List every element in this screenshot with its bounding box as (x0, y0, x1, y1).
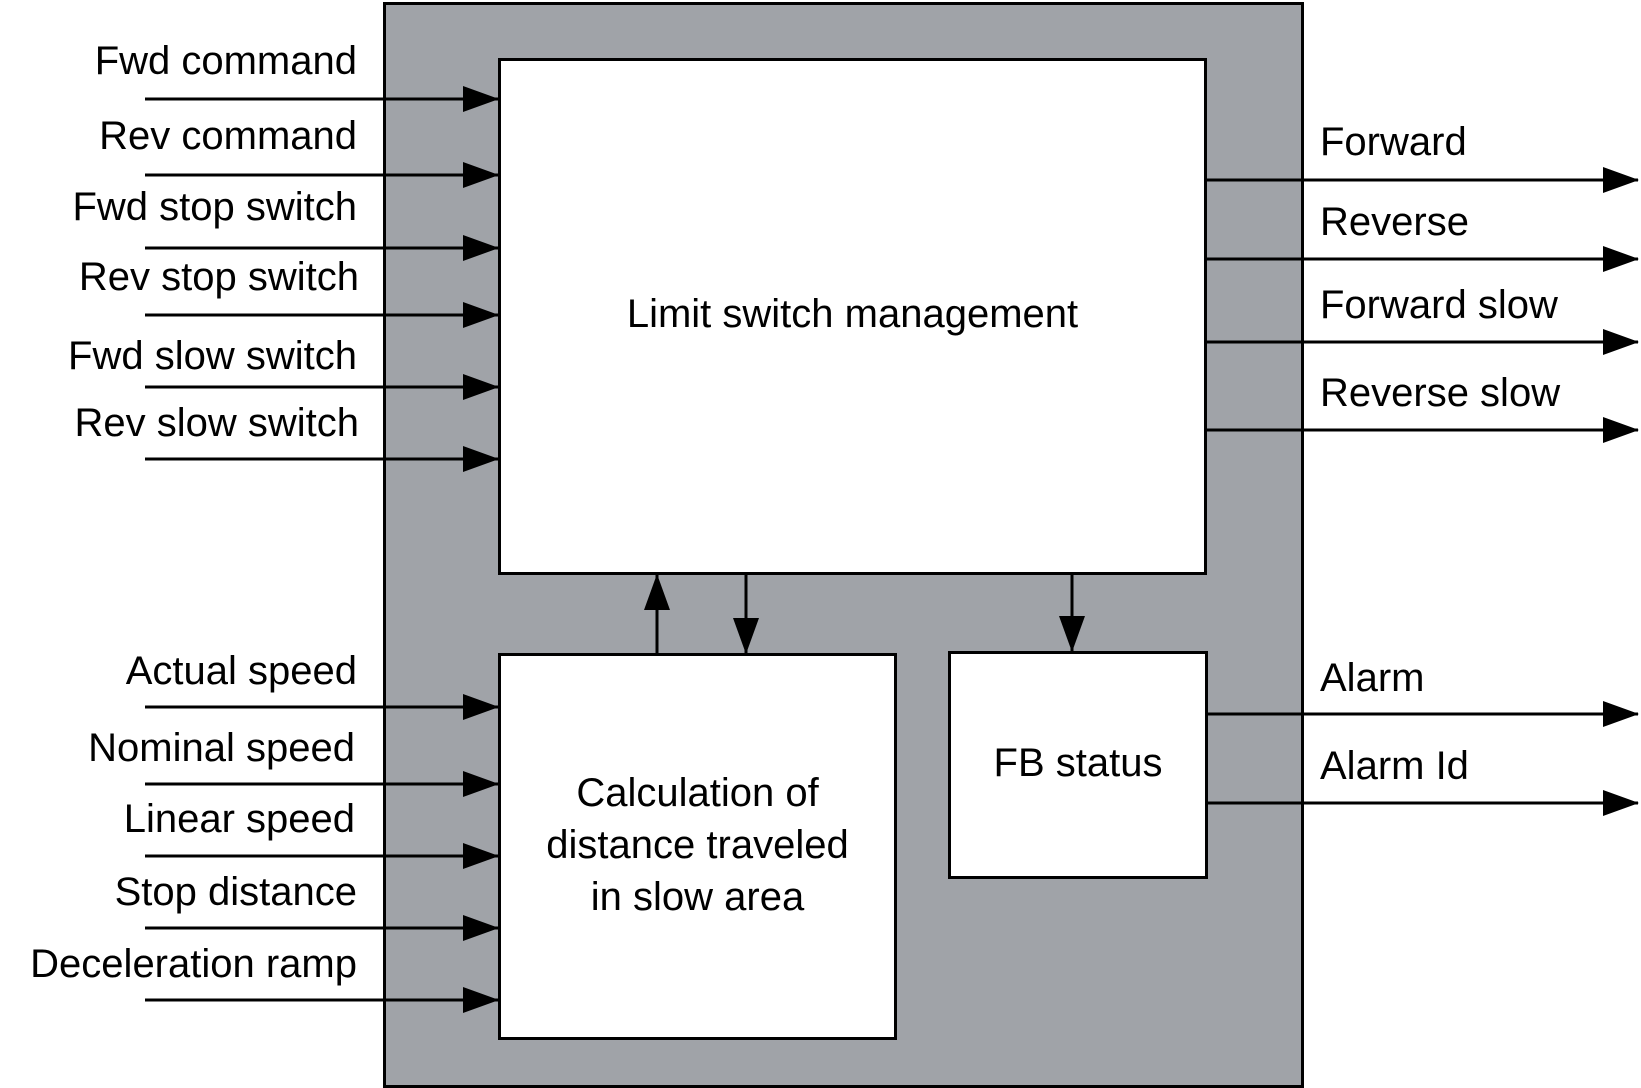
fb-status-block (948, 651, 1208, 879)
output-label-alarm: Alarm (1320, 656, 1425, 700)
distance-calculation-line-3: in slow area (590, 875, 805, 919)
input-label-linear-speed: Linear speed (123, 797, 355, 841)
limit-switch-management-title: Limit switch management (626, 292, 1079, 336)
input-label-rev-stop-switch: Rev stop switch (78, 255, 359, 299)
distance-calculation-title: Calculation of distance traveled in slow… (498, 767, 897, 923)
distance-calculation-line-1: Calculation of (576, 771, 819, 815)
input-label-fwd-slow-switch: Fwd slow switch (68, 334, 357, 378)
input-label-nominal-speed: Nominal speed (88, 726, 355, 770)
output-label-forward: Forward (1320, 120, 1467, 164)
distance-calculation-block (498, 653, 897, 1040)
output-label-reverse-slow: Reverse slow (1320, 371, 1561, 415)
input-label-fwd-stop-switch: Fwd stop switch (72, 185, 357, 229)
input-label-rev-command: Rev command (99, 114, 357, 158)
output-label-reverse: Reverse (1320, 200, 1469, 244)
output-label-forward-slow: Forward slow (1320, 283, 1558, 327)
fb-status-title: FB status (993, 741, 1163, 785)
input-label-stop-distance: Stop distance (114, 870, 357, 914)
distance-calculation-line-2: distance traveled (546, 823, 849, 867)
input-label-actual-speed: Actual speed (125, 649, 357, 693)
input-label-rev-slow-switch: Rev slow switch (74, 401, 359, 445)
input-label-deceleration-ramp: Deceleration ramp (30, 942, 357, 986)
limit-switch-management-block (498, 58, 1207, 575)
output-label-alarm-id: Alarm Id (1320, 744, 1469, 788)
input-label-fwd-command: Fwd command (94, 39, 357, 83)
